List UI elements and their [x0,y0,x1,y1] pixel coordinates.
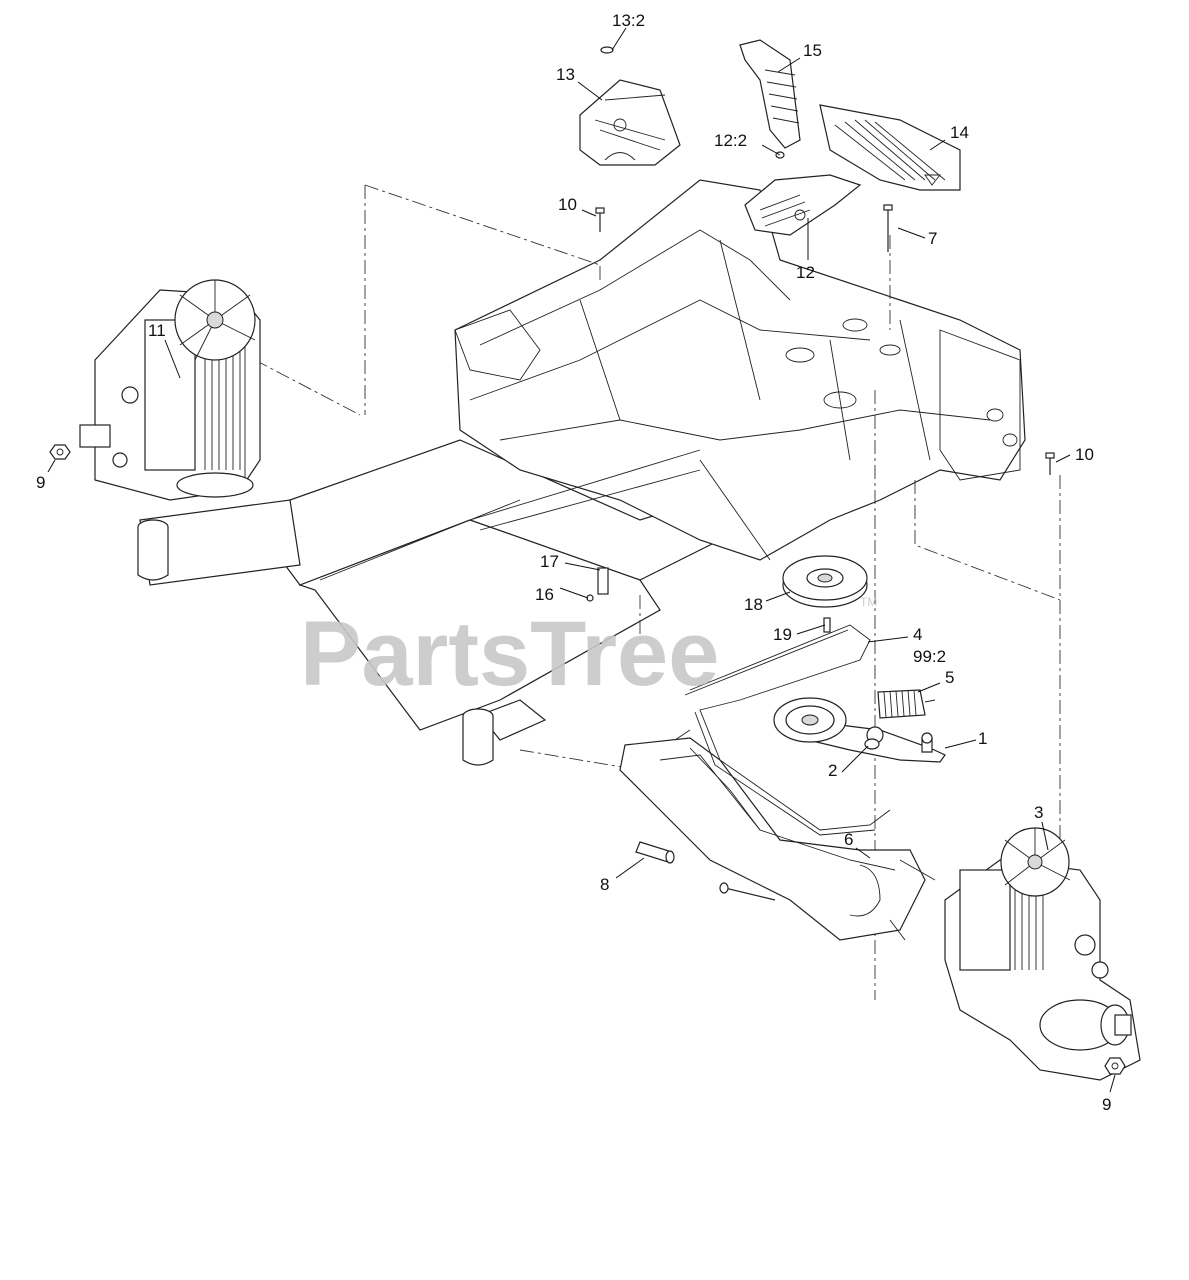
callout-99-2: 99:2 [913,647,946,666]
pump-mount-bracket [619,729,936,941]
callout-4: 4 [913,625,922,644]
shroud-13 [579,79,681,166]
callout-1: 1 [978,729,987,748]
callout-18: 18 [744,595,763,614]
callout-10-right: 10 [1075,445,1094,464]
idler-arm [773,697,946,763]
watermark-tm: TM [860,595,877,609]
callout-14: 14 [950,123,969,142]
right-nut-9 [1104,1057,1126,1075]
idler-nut-2 [864,738,880,750]
right-transmission [944,827,1141,1081]
callout-12-2: 12:2 [714,131,747,150]
clip-17 [597,567,609,595]
idler-spring-5 [877,689,936,719]
callout-15: 15 [803,41,822,60]
callout-9-left: 9 [36,473,45,492]
mower-frame [137,179,1026,766]
callout-16: 16 [535,585,554,604]
callout-9-right: 9 [1102,1095,1111,1114]
callout-11: 11 [148,321,166,340]
callout-7: 7 [928,229,937,248]
shroud-15 [739,39,801,149]
callout-17: 17 [540,552,559,571]
watermark-text: PartsTree [300,603,719,705]
callout-labels: 13:2 13 15 14 12:2 10 7 12 11 9 10 17 16… [36,11,1111,1114]
screw-13-2 [600,46,614,54]
callout-13: 13 [556,65,575,84]
bracket-bolt [719,882,776,901]
callout-6: 6 [844,830,853,849]
shroud-12 [744,174,862,236]
bolt-7 [883,204,893,252]
left-nut-9 [49,444,71,460]
callout-8: 8 [600,875,609,894]
callout-19: 19 [773,625,792,644]
pump-pulley-18 [782,555,868,608]
callout-10-top: 10 [558,195,577,214]
watermark: PartsTree TM [300,595,877,705]
callout-2: 2 [828,761,837,780]
callout-3: 3 [1034,803,1043,822]
drive-belt-4 [684,624,891,836]
callout-12: 12 [796,263,815,282]
left-transmission [79,279,261,501]
leader-lines [47,27,1116,1093]
bolt-10-right [1045,452,1055,475]
bolt-10-left [595,207,605,232]
shroud-14 [819,104,961,191]
callout-5: 5 [945,668,954,687]
callout-13-2: 13:2 [612,11,645,30]
pin-8 [635,841,675,864]
